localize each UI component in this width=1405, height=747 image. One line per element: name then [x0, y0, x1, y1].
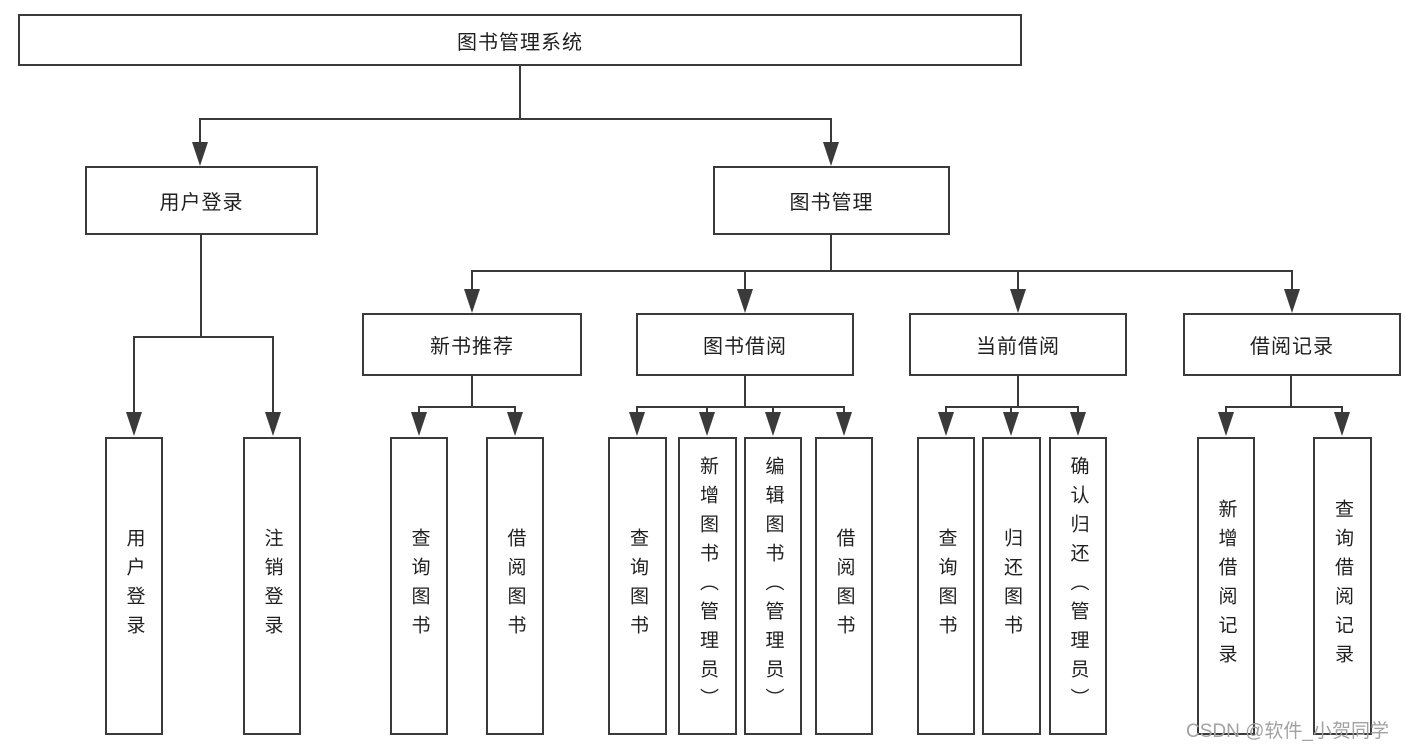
leaf-query-borrow-record: 查询借阅记录	[1313, 437, 1372, 735]
leaf-borrow-books-recommendation: 借阅图书	[486, 437, 544, 735]
connector-line	[830, 118, 832, 150]
leaf-query-books-recommendation: 查询图书	[390, 437, 448, 735]
connector-line	[744, 270, 746, 291]
connector-line	[1226, 406, 1343, 408]
arrow-down-icon	[411, 412, 427, 436]
connector-line	[514, 406, 516, 414]
connector-line	[272, 336, 274, 416]
arrow-down-icon	[765, 412, 781, 436]
arrow-down-icon	[126, 412, 142, 436]
connector-line	[744, 376, 746, 406]
connector-line	[772, 406, 774, 414]
arrow-down-icon	[737, 289, 753, 313]
leaf-confirm-return-admin: 确认归还（管理员）	[1049, 437, 1107, 735]
leaf-user-login: 用户登录	[105, 437, 163, 735]
arrow-down-icon	[192, 142, 208, 166]
arrow-down-icon	[1010, 289, 1026, 313]
leaf-query-books-current: 查询图书	[917, 437, 975, 735]
connector-line	[200, 235, 202, 336]
node-book-management: 图书管理	[713, 166, 950, 235]
connector-line	[1077, 406, 1079, 414]
leaf-add-borrow-record: 新增借阅记录	[1197, 437, 1255, 735]
connector-line	[945, 406, 947, 414]
connector-line	[419, 406, 516, 408]
connector-line	[1290, 376, 1292, 406]
connector-line	[706, 406, 708, 414]
leaf-add-book-admin: 新增图书（管理员）	[678, 437, 737, 735]
connector-line	[1225, 406, 1227, 414]
connector-line	[472, 270, 1292, 272]
arrow-down-icon	[507, 412, 523, 436]
arrow-down-icon	[938, 412, 954, 436]
arrow-down-icon	[1334, 412, 1350, 436]
node-borrowing-records: 借阅记录	[1183, 313, 1401, 376]
connector-line	[200, 118, 832, 120]
arrow-down-icon	[823, 142, 839, 166]
arrow-down-icon	[265, 412, 281, 436]
connector-line	[1341, 406, 1343, 414]
connector-line	[134, 336, 273, 338]
connector-line	[519, 66, 521, 118]
node-current-borrowing: 当前借阅	[909, 313, 1127, 376]
arrow-down-icon	[1003, 412, 1019, 436]
leaf-return-books: 归还图书	[982, 437, 1041, 735]
connector-line	[471, 270, 473, 291]
node-user-login: 用户登录	[85, 166, 318, 235]
connector-line	[843, 406, 845, 414]
connector-line	[830, 235, 832, 270]
arrow-down-icon	[1218, 412, 1234, 436]
connector-line	[199, 118, 201, 150]
connector-line	[418, 406, 420, 414]
connector-line	[636, 406, 638, 414]
connector-line	[1017, 376, 1019, 406]
arrow-down-icon	[699, 412, 715, 436]
connector-line	[1017, 270, 1019, 291]
node-new-book-recommendation: 新书推荐	[362, 313, 582, 376]
arrow-down-icon	[836, 412, 852, 436]
connector-line	[946, 406, 1079, 408]
leaf-borrow-books: 借阅图书	[815, 437, 873, 735]
node-library-management-system: 图书管理系统	[18, 14, 1022, 66]
arrow-down-icon	[464, 289, 480, 313]
arrow-down-icon	[1284, 289, 1300, 313]
connector-line	[1010, 406, 1012, 414]
csdn-watermark: CSDN @软件_小贺同学	[1186, 721, 1389, 742]
arrow-down-icon	[629, 412, 645, 436]
leaf-query-books-borrowing: 查询图书	[608, 437, 667, 735]
arrow-down-icon	[1070, 412, 1086, 436]
connector-line	[471, 376, 473, 406]
connector-line	[133, 336, 135, 416]
node-book-borrowing: 图书借阅	[636, 313, 854, 376]
connector-line	[1291, 270, 1293, 291]
leaf-edit-book-admin: 编辑图书（管理员）	[744, 437, 802, 735]
leaf-logout: 注销登录	[243, 437, 301, 735]
connector-line	[637, 406, 845, 408]
